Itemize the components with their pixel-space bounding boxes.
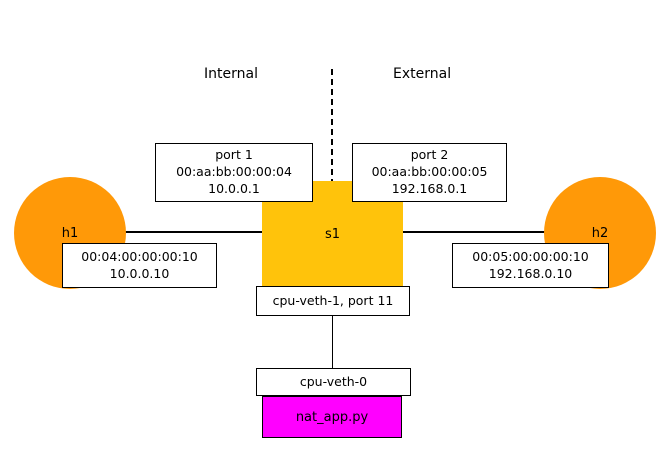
- host-h1-mac: 00:04:00:00:00:10: [81, 248, 198, 264]
- host-h1-label: h1: [61, 225, 79, 241]
- port1-name: port 1: [215, 147, 253, 163]
- internal-zone-label: Internal: [204, 66, 258, 82]
- host-h1-info-box: 00:04:00:00:00:10 10.0.0.10: [62, 243, 217, 288]
- external-zone-label: External: [393, 66, 452, 82]
- host-h2-ip: 192.168.0.10: [488, 265, 573, 281]
- host-h1-ip: 10.0.0.10: [109, 265, 170, 281]
- nat-app-box: nat_app.py: [262, 396, 402, 438]
- port1-mac: 00:aa:bb:00:00:04: [176, 164, 292, 180]
- port1-info-box: port 1 00:aa:bb:00:00:04 10.0.0.1: [155, 143, 313, 202]
- host-h2-info-box: 00:05:00:00:00:10 192.168.0.10: [452, 243, 609, 288]
- link-s1-cpu: [332, 287, 333, 368]
- cpu-veth0-label: cpu-veth-0: [299, 373, 368, 389]
- port2-ip: 192.168.0.1: [391, 180, 468, 196]
- cpu-port-box: cpu-veth-1, port 11: [256, 286, 410, 316]
- link-s1-h2: [392, 231, 602, 233]
- zone-divider-dashed-line: [331, 69, 333, 185]
- port2-name: port 2: [410, 147, 449, 163]
- host-h2-mac: 00:05:00:00:00:10: [472, 248, 589, 264]
- cpu-port-label: cpu-veth-1, port 11: [272, 292, 394, 308]
- host-h2-label: h2: [591, 225, 609, 241]
- switch-s1-label: s1: [324, 226, 341, 242]
- cpu-veth0-box: cpu-veth-0: [256, 368, 411, 396]
- nat-app-label: nat_app.py: [295, 409, 369, 425]
- port2-mac: 00:aa:bb:00:00:05: [371, 164, 488, 180]
- link-h1-s1: [70, 231, 280, 233]
- port2-info-box: port 2 00:aa:bb:00:00:05 192.168.0.1: [352, 143, 507, 202]
- port1-ip: 10.0.0.1: [208, 180, 260, 196]
